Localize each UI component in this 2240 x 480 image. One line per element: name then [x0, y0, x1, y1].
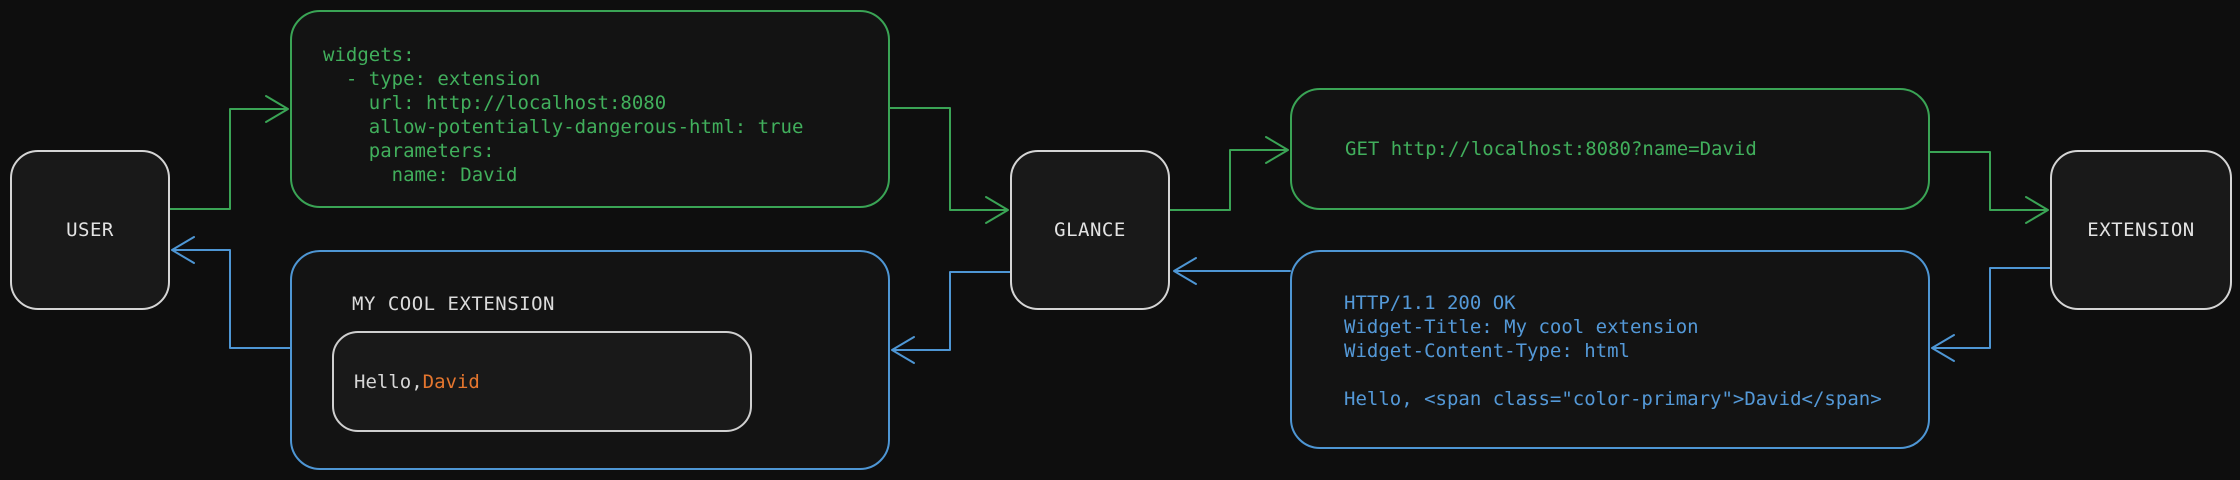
arrow-config-to-glance	[889, 107, 1009, 224]
arrow-widget-to-user	[171, 236, 291, 349]
arrowhead-right-icon	[985, 196, 1009, 224]
node-glance-label: GLANCE	[1054, 219, 1126, 241]
arrow-user-to-config	[169, 95, 289, 210]
greeting-name: David	[422, 370, 480, 393]
node-user-label: USER	[66, 219, 114, 241]
arrowhead-right-icon	[1265, 136, 1289, 164]
arrow-response-to-glance	[1173, 257, 1291, 285]
code-line: Widget-Title: My cool extension	[1344, 316, 1699, 338]
http-request-text: GET http://localhost:8080?name=David	[1345, 138, 1757, 160]
code-line: HTTP/1.1 200 OK	[1344, 292, 1516, 314]
arrowhead-right-icon	[2025, 196, 2049, 224]
http-request-box: GET http://localhost:8080?name=David	[1290, 88, 1930, 210]
arrowhead-left-icon	[891, 336, 915, 364]
code-line: widgets:	[323, 44, 415, 66]
node-glance: GLANCE	[1010, 150, 1170, 310]
code-line: parameters:	[323, 140, 495, 162]
node-user: USER	[10, 150, 170, 310]
code-line: Hello, <span class="color-primary">David…	[1344, 388, 1882, 410]
arrowhead-left-icon	[171, 236, 195, 264]
code-line: url: http://localhost:8080	[323, 92, 667, 114]
widget-title: MY COOL EXTENSION	[352, 293, 555, 315]
arrow-extension-to-response	[1931, 267, 2051, 362]
arrowhead-left-icon	[1173, 257, 1197, 285]
code-line: Widget-Content-Type: html	[1344, 340, 1630, 362]
code-line: allow-potentially-dangerous-html: true	[323, 116, 804, 138]
arrowhead-right-icon	[265, 95, 289, 123]
config-yaml-code: widgets: - type: extension url: http://l…	[292, 12, 888, 187]
greeting-prefix: Hello,	[354, 370, 423, 393]
code-line	[1344, 363, 1928, 387]
arrow-glance-to-widget	[891, 271, 1011, 364]
arrow-request-to-extension	[1929, 151, 2049, 224]
widget-greeting-box: Hello, David	[332, 331, 752, 432]
code-line: - type: extension	[323, 68, 541, 90]
arrowhead-left-icon	[1931, 334, 1955, 362]
arrow-glance-to-request	[1169, 136, 1289, 211]
widget-preview-box: MY COOL EXTENSION Hello, David	[290, 250, 890, 470]
node-extension: EXTENSION	[2050, 150, 2232, 310]
node-extension-label: EXTENSION	[2087, 219, 2195, 241]
config-yaml-box: widgets: - type: extension url: http://l…	[290, 10, 890, 208]
code-line: name: David	[323, 164, 518, 186]
